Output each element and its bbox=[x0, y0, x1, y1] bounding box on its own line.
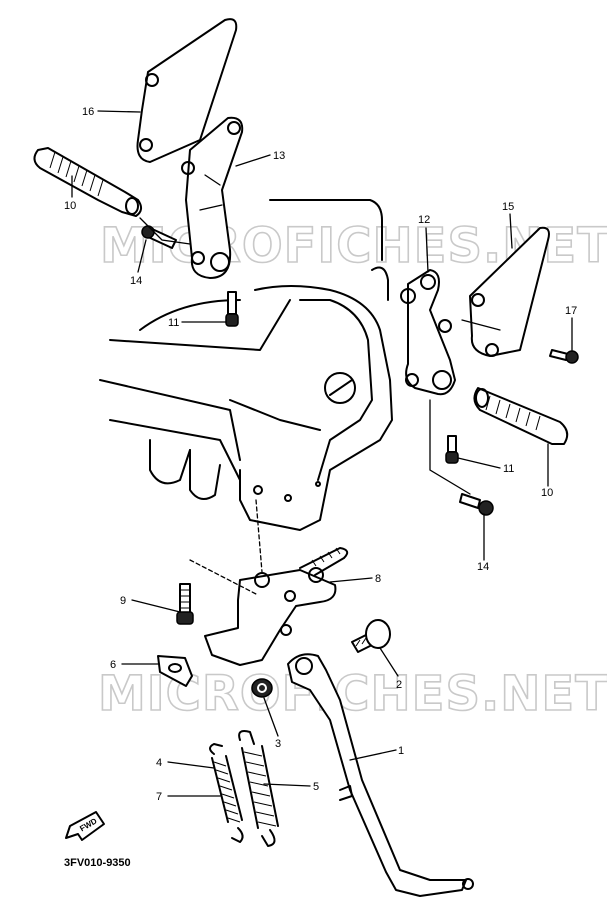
part-8-stand-bracket bbox=[204, 547, 349, 666]
part-10-footpeg-left bbox=[33, 147, 142, 217]
callout-labels: 16 13 10 14 11 12 15 17 11 10 14 8 9 6 2… bbox=[64, 106, 577, 803]
callout-6: 6 bbox=[110, 659, 116, 671]
callout-11-left: 11 bbox=[168, 317, 179, 329]
callout-11-right: 11 bbox=[503, 463, 514, 475]
callout-2: 2 bbox=[396, 679, 402, 691]
callout-14-right: 14 bbox=[477, 561, 489, 573]
part-14-bolt-right bbox=[459, 493, 494, 516]
callout-9: 9 bbox=[120, 595, 126, 607]
part-15-heel-plate-right bbox=[461, 226, 550, 357]
front-direction-arrow: FWD bbox=[65, 811, 105, 841]
diagram-reference-code: 3FV010-9350 bbox=[64, 857, 131, 869]
part-6-plate bbox=[157, 655, 193, 687]
callout-17: 17 bbox=[565, 305, 577, 317]
part-11-bolt-left bbox=[225, 291, 239, 327]
callout-1: 1 bbox=[398, 745, 404, 757]
part-3-collar bbox=[251, 678, 273, 698]
leader-lines bbox=[71, 110, 573, 797]
callout-3: 3 bbox=[275, 738, 281, 750]
callout-8: 8 bbox=[375, 573, 381, 585]
part-10-footpeg-right bbox=[473, 387, 569, 445]
part-11-bolt-right bbox=[445, 435, 459, 464]
assembly-guide-lines bbox=[139, 217, 471, 595]
callout-12: 12 bbox=[418, 214, 430, 226]
callout-13: 13 bbox=[273, 150, 285, 162]
part-13-footrest-bracket bbox=[181, 116, 244, 279]
callout-7: 7 bbox=[156, 791, 162, 803]
part-16-heel-plate bbox=[136, 18, 238, 163]
part-1-side-stand bbox=[287, 653, 474, 897]
callout-16: 16 bbox=[82, 106, 94, 118]
part-9-bolt bbox=[176, 583, 194, 625]
callout-15: 15 bbox=[502, 201, 514, 213]
callout-5: 5 bbox=[313, 781, 319, 793]
part-2-pivot-bolt bbox=[351, 619, 391, 653]
part-4-spring bbox=[209, 743, 244, 843]
part-5-spring bbox=[238, 730, 279, 847]
callout-10-left: 10 bbox=[64, 200, 76, 212]
part-12-footrest-bracket-right bbox=[400, 269, 456, 396]
callout-14-left: 14 bbox=[130, 275, 142, 287]
frame-body bbox=[99, 199, 393, 531]
part-17-bolt bbox=[549, 349, 579, 364]
callout-10-right: 10 bbox=[541, 487, 553, 499]
callout-4: 4 bbox=[156, 757, 162, 769]
